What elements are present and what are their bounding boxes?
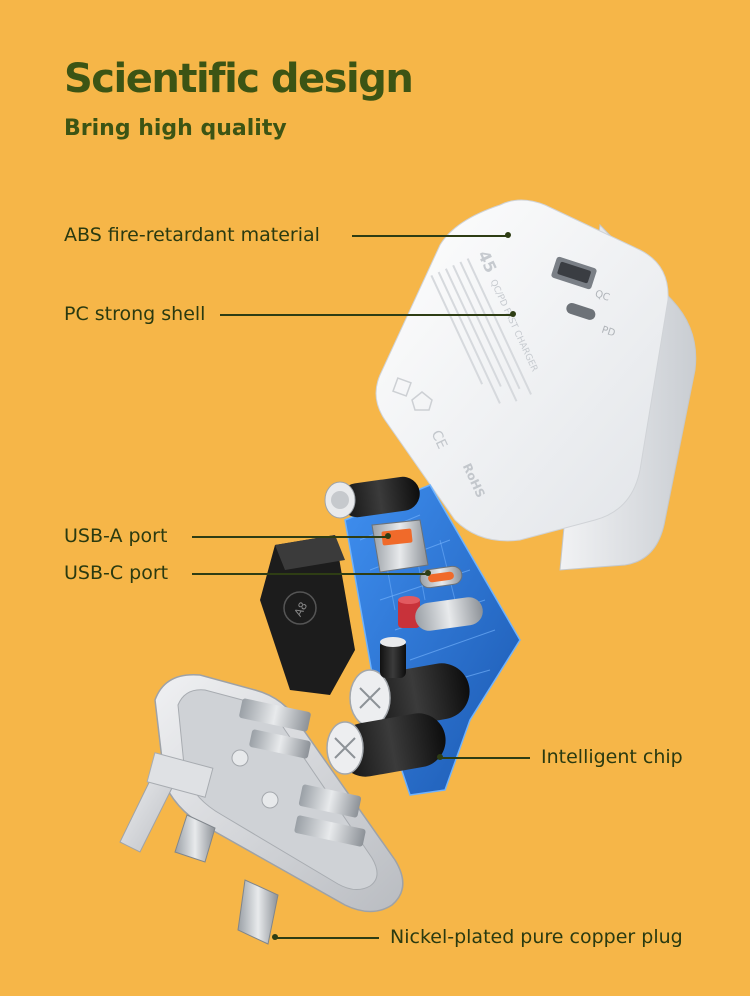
- pcb-usb-a-connector: [371, 519, 429, 573]
- leader-line-abs: [352, 235, 507, 237]
- callout-pc-shell: PC strong shell: [64, 303, 206, 325]
- page-subtitle: Bring high quality: [64, 116, 287, 141]
- leader-line-usb-a: [192, 536, 387, 538]
- transformer-block: A8: [260, 535, 355, 695]
- leader-line-plug: [275, 937, 379, 939]
- callout-abs-material: ABS fire-retardant material: [64, 224, 320, 246]
- plug-base: [154, 673, 404, 913]
- leader-dot-usb-c: [425, 570, 431, 576]
- silver-capacitor: [415, 597, 483, 631]
- capacitor-large-2: [326, 713, 446, 777]
- charger-shell: QC PD 45 QC/PD FAST CHARGER CE RoHS: [375, 199, 697, 571]
- module-marking: A8: [292, 600, 311, 619]
- capacitor-small: [380, 637, 406, 678]
- callout-usb-c-port: USB-C port: [64, 562, 169, 584]
- leader-dot-usb-a: [385, 533, 391, 539]
- callout-copper-plug: Nickel-plated pure copper plug: [390, 926, 683, 948]
- leader-dot-abs: [505, 232, 511, 238]
- live-pin: [174, 814, 216, 863]
- capacitor-large-1: [349, 663, 470, 729]
- page-title: Scientific design: [64, 56, 414, 102]
- port-a-marking: QC: [593, 289, 611, 304]
- capacitor-top: [324, 476, 420, 519]
- earth-pin: [119, 752, 214, 853]
- leader-dot-pc: [510, 311, 516, 317]
- red-capacitor: [398, 596, 420, 628]
- leader-line-pc: [220, 314, 512, 316]
- port-c-marking: PD: [600, 325, 617, 340]
- ce-marking: CE: [428, 428, 450, 452]
- callout-usb-a-port: USB-A port: [64, 525, 168, 547]
- neutral-pin: [237, 879, 279, 945]
- callout-intelligent-chip: Intelligent chip: [541, 746, 683, 768]
- leader-line-usb-c: [192, 573, 427, 575]
- leader-line-chip: [440, 757, 530, 759]
